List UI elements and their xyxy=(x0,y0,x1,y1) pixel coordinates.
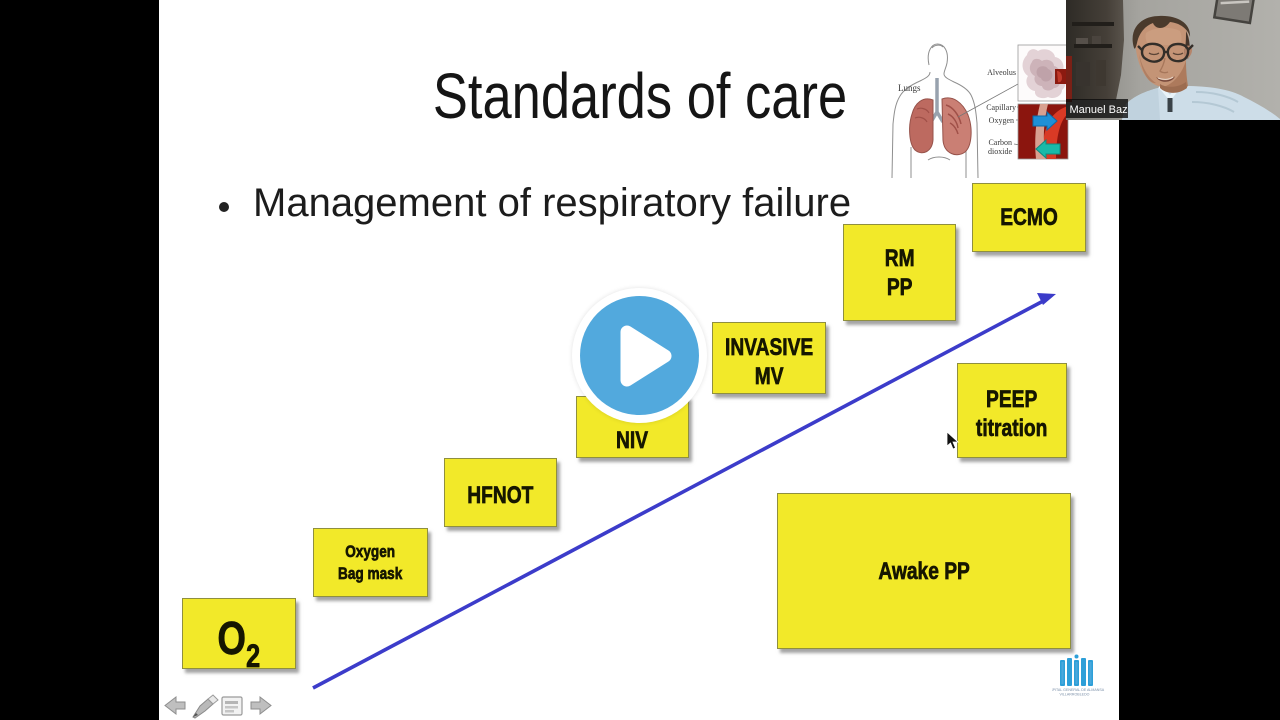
svg-text:Alveolus: Alveolus xyxy=(987,68,1016,77)
svg-text:Carbon: Carbon xyxy=(988,138,1012,147)
svg-text:Manuel Baz: Manuel Baz xyxy=(1070,104,1128,116)
svg-text:Lungs: Lungs xyxy=(898,83,921,93)
svg-text:dioxide: dioxide xyxy=(988,147,1012,156)
svg-text:VILLARROBLEDO: VILLARROBLEDO xyxy=(1060,693,1090,697)
svg-text:HOSPITAL GENERAL DE ALMANSA: HOSPITAL GENERAL DE ALMANSA xyxy=(1052,688,1105,692)
svg-text:Oxygen: Oxygen xyxy=(989,116,1014,125)
svg-text:Capillary: Capillary xyxy=(986,103,1016,112)
